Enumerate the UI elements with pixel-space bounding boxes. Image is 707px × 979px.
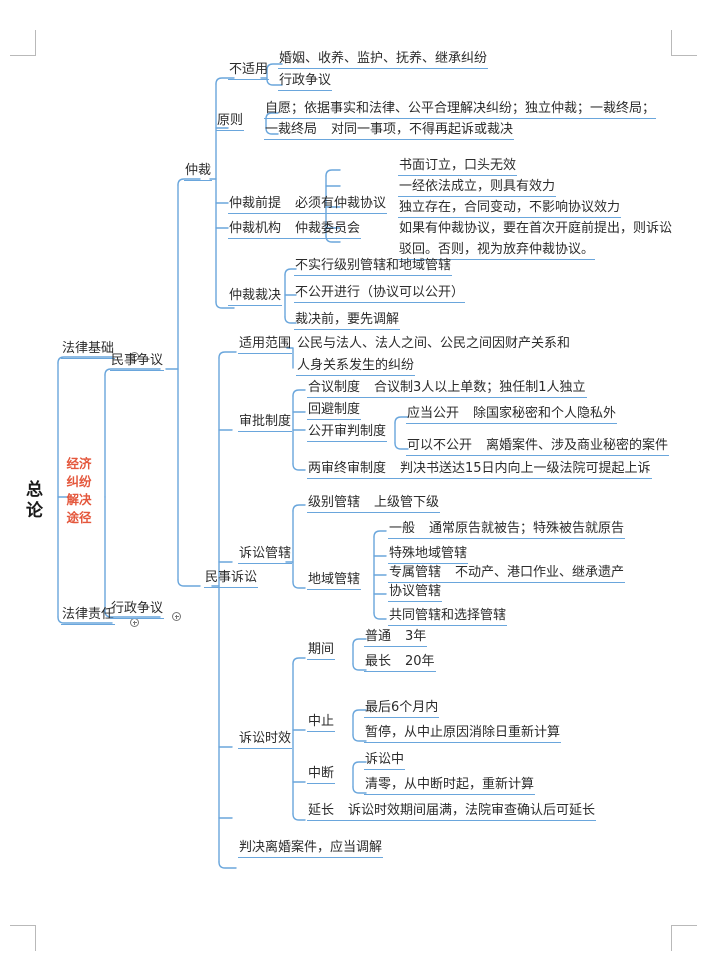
- public-trial-2-key: 可以不公开: [407, 438, 473, 453]
- node-trial-system[interactable]: 审批制度: [238, 414, 293, 432]
- public-trial-1-value: 除国家秘密和个人隐私外: [473, 406, 617, 421]
- leaf-not-applicable-2[interactable]: 行政争议: [278, 73, 333, 91]
- collapse-icon-legal-liability[interactable]: [130, 618, 139, 627]
- level-jurisdiction-value: 上级管下级: [374, 495, 440, 510]
- leaf-award-1[interactable]: 不实行级别管辖和地域管辖: [294, 258, 453, 276]
- node-public-trial-system[interactable]: 公开审判制度: [307, 424, 388, 442]
- territorial-1-key: 一般: [389, 521, 416, 536]
- leaf-suspension-1[interactable]: 最后6个月内: [364, 700, 440, 718]
- collegiate-value: 合议制3人以上单数；独任制1人独立: [374, 380, 586, 395]
- leaf-premise-5[interactable]: 驳回。否则，视为放弃仲裁协议。: [398, 242, 596, 260]
- node-highlight-economic-dispute-resolution[interactable]: 经济 纠纷 解决 途径: [62, 455, 96, 527]
- leaf-territorial-5[interactable]: 共同管辖和选择管辖: [388, 608, 508, 626]
- leaf-territorial-2[interactable]: 特殊地域管辖: [388, 546, 469, 564]
- node-arbitration-premise[interactable]: 仲裁前提必须有仲裁协议: [228, 196, 388, 214]
- leaf-suspension-2[interactable]: 暂停，从中止原因消除日重新计算: [364, 725, 562, 743]
- public-trial-1-key: 应当公开: [407, 406, 460, 421]
- period-ordinary-key: 普通: [365, 629, 392, 644]
- level-jurisdiction-key: 级别管辖: [308, 495, 361, 510]
- root-label-line-1: 总: [26, 480, 44, 500]
- territorial-3-value: 不动产、港口作业、继承遗产: [455, 565, 625, 580]
- leaf-public-trial-1[interactable]: 应当公开除国家秘密和个人隐私外: [406, 406, 618, 424]
- node-arbitration[interactable]: 仲裁: [184, 163, 213, 181]
- leaf-principles-2-value: 对同一事项，不得再起诉或裁决: [331, 122, 514, 137]
- node-arbitration-not-applicable[interactable]: 不适用: [228, 62, 270, 80]
- leaf-premise-2[interactable]: 一经依法成立，则具有效力: [398, 179, 557, 197]
- premise-key: 仲裁前提: [229, 196, 282, 211]
- node-civil-litigation[interactable]: 民事诉讼: [204, 570, 259, 588]
- leaf-scope-line-1[interactable]: 公民与法人、法人之间、公民之间因财产关系和: [297, 336, 571, 351]
- territorial-4-key: 协议管辖: [389, 584, 442, 599]
- node-territorial-jurisdiction[interactable]: 地域管辖: [307, 572, 362, 590]
- node-civil-dispute[interactable]: 民事争议: [110, 353, 165, 371]
- node-limitation-period[interactable]: 期间: [307, 642, 336, 660]
- leaf-premise-3[interactable]: 独立存在，合同变动，不影响协议效力: [398, 200, 622, 218]
- leaf-premise-4[interactable]: 如果有仲裁协议，要在首次开庭前提出，则诉讼: [399, 221, 673, 236]
- two-instance-value: 判决书送达15日内向上一级法院可提起上诉: [400, 461, 651, 476]
- territorial-1-value: 通常原告就被告；特殊被告就原告: [429, 521, 625, 536]
- leaf-principles-2-key: 一裁终局: [265, 122, 318, 137]
- node-legal-basis[interactable]: 法律基础: [61, 341, 116, 359]
- leaf-scope-line-2[interactable]: 人身关系发生的纠纷: [296, 358, 416, 376]
- node-legal-liability[interactable]: 法律责任: [61, 607, 116, 625]
- territorial-3-key: 专属管辖: [389, 565, 442, 580]
- node-arbitration-award[interactable]: 仲裁裁决: [228, 288, 283, 306]
- leaf-award-3[interactable]: 裁决前，要先调解: [294, 312, 401, 330]
- collapse-icon-legal-basis[interactable]: [130, 352, 139, 361]
- period-ordinary-value: 3年: [405, 629, 427, 644]
- leaf-recusal-system[interactable]: 回避制度: [307, 402, 362, 420]
- leaf-two-instance-system[interactable]: 两审终审制度判决书送达15日内向上一级法院可提起上诉: [307, 461, 652, 479]
- leaf-limitation-extension[interactable]: 延长诉讼时效期间届满，法院审查确认后可延长: [307, 803, 597, 821]
- period-maximum-value: 20年: [405, 654, 435, 669]
- institution-key: 仲裁机构: [229, 221, 282, 236]
- highlight-line-1: 经济: [66, 456, 92, 471]
- leaf-divorce-mediation[interactable]: 判决离婚案件，应当调解: [238, 840, 384, 858]
- leaf-award-2[interactable]: 不公开进行（协议可以公开）: [294, 285, 466, 303]
- leaf-principles-2[interactable]: 一裁终局对同一事项，不得再起诉或裁决: [264, 122, 515, 140]
- node-limitation-interruption[interactable]: 中断: [307, 766, 336, 784]
- node-jurisdiction[interactable]: 诉讼管辖: [238, 546, 293, 564]
- leaf-collegiate-system[interactable]: 合议制度合议制3人以上单数；独任制1人独立: [307, 380, 587, 398]
- public-trial-2-value: 离婚案件、涉及商业秘密的案件: [486, 438, 669, 453]
- extension-value: 诉讼时效期间届满，法院审查确认后可延长: [348, 803, 596, 818]
- node-limitation-of-action[interactable]: 诉讼时效: [238, 731, 293, 749]
- territorial-5-key: 共同管辖和选择管辖: [389, 608, 507, 623]
- leaf-premise-1[interactable]: 书面订立，口头无效: [398, 158, 518, 176]
- leaf-interruption-2[interactable]: 清零，从中断时起，重新计算: [364, 777, 536, 795]
- node-arbitration-institution[interactable]: 仲裁机构仲裁委员会: [228, 221, 362, 239]
- leaf-territorial-3[interactable]: 专属管辖不动产、港口作业、继承遗产: [388, 565, 626, 583]
- leaf-interruption-1[interactable]: 诉讼中: [364, 752, 406, 770]
- highlight-line-2: 纠纷: [66, 474, 92, 489]
- period-maximum-key: 最长: [365, 654, 392, 669]
- collegiate-key: 合议制度: [308, 380, 361, 395]
- node-limitation-suspension[interactable]: 中止: [307, 714, 336, 732]
- node-litigation-scope[interactable]: 适用范围: [238, 336, 293, 354]
- root-label-line-2: 论: [26, 501, 44, 521]
- extension-key: 延长: [308, 803, 335, 818]
- leaf-principles-1[interactable]: 自愿；依据事实和法律、公平合理解决纠纷；独立仲裁；一裁终局；: [264, 101, 657, 119]
- territorial-2-key: 特殊地域管辖: [389, 546, 468, 561]
- leaf-public-trial-2[interactable]: 可以不公开离婚案件、涉及商业秘密的案件: [406, 438, 670, 456]
- leaf-period-ordinary[interactable]: 普通 3年: [364, 629, 428, 647]
- leaf-period-maximum[interactable]: 最长 20年: [364, 654, 436, 672]
- premise-value: 必须有仲裁协议: [295, 196, 387, 211]
- institution-value: 仲裁委员会: [295, 221, 361, 236]
- highlight-line-3: 解决: [66, 492, 92, 507]
- collapse-icon-administrative-dispute[interactable]: [172, 612, 181, 621]
- two-instance-key: 两审终审制度: [308, 461, 387, 476]
- root-node[interactable]: 总 论: [18, 480, 52, 522]
- leaf-level-jurisdiction[interactable]: 级别管辖上级管下级: [307, 495, 441, 513]
- node-arbitration-principles[interactable]: 原则: [216, 113, 245, 131]
- node-administrative-dispute[interactable]: 行政争议: [110, 601, 165, 619]
- leaf-territorial-1[interactable]: 一般通常原告就被告；特殊被告就原告: [388, 521, 626, 539]
- highlight-line-4: 途径: [66, 510, 92, 525]
- leaf-not-applicable-1[interactable]: 婚姻、收养、监护、抚养、继承纠纷: [278, 51, 489, 69]
- leaf-territorial-4[interactable]: 协议管辖: [388, 584, 443, 602]
